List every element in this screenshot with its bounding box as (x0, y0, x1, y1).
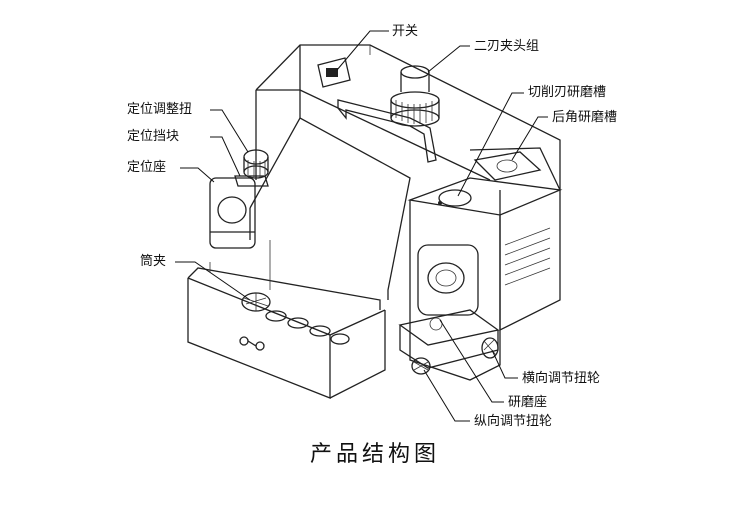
label-positioning-seat: 定位座 (127, 160, 167, 175)
handle (337, 99, 437, 163)
diagram-caption: 产品结构图 (309, 442, 440, 467)
label-switch: 开关 (392, 24, 419, 39)
label-collet: 筒夹 (140, 254, 167, 269)
label-grinding-seat: 研磨座 (508, 395, 548, 410)
grinding-module (398, 147, 563, 381)
label-positioning-stop: 定位挡块 (127, 129, 180, 144)
label-longitudinal-wheel: 纵向调节扭轮 (474, 414, 553, 429)
label-positioning-knob: 定位调整扭 (127, 102, 193, 117)
chuck-knob-icon (390, 65, 440, 127)
leader-lines (175, 30, 548, 422)
longitudinal-wheel-icon (411, 357, 431, 375)
switch-icon (317, 57, 351, 88)
collet-icon (241, 292, 350, 345)
label-lateral-wheel: 横向调节扭轮 (522, 371, 601, 386)
front-cover (249, 90, 411, 300)
positioning-block (209, 149, 269, 249)
drawer (187, 240, 386, 399)
lateral-wheel-icon (481, 337, 499, 359)
label-rear-angle-slot: 后角研磨槽 (552, 110, 618, 125)
label-cutting-edge-slot: 切削刃研磨槽 (528, 85, 607, 100)
label-two-blade-chuck: 二刃夹头组 (474, 39, 540, 54)
